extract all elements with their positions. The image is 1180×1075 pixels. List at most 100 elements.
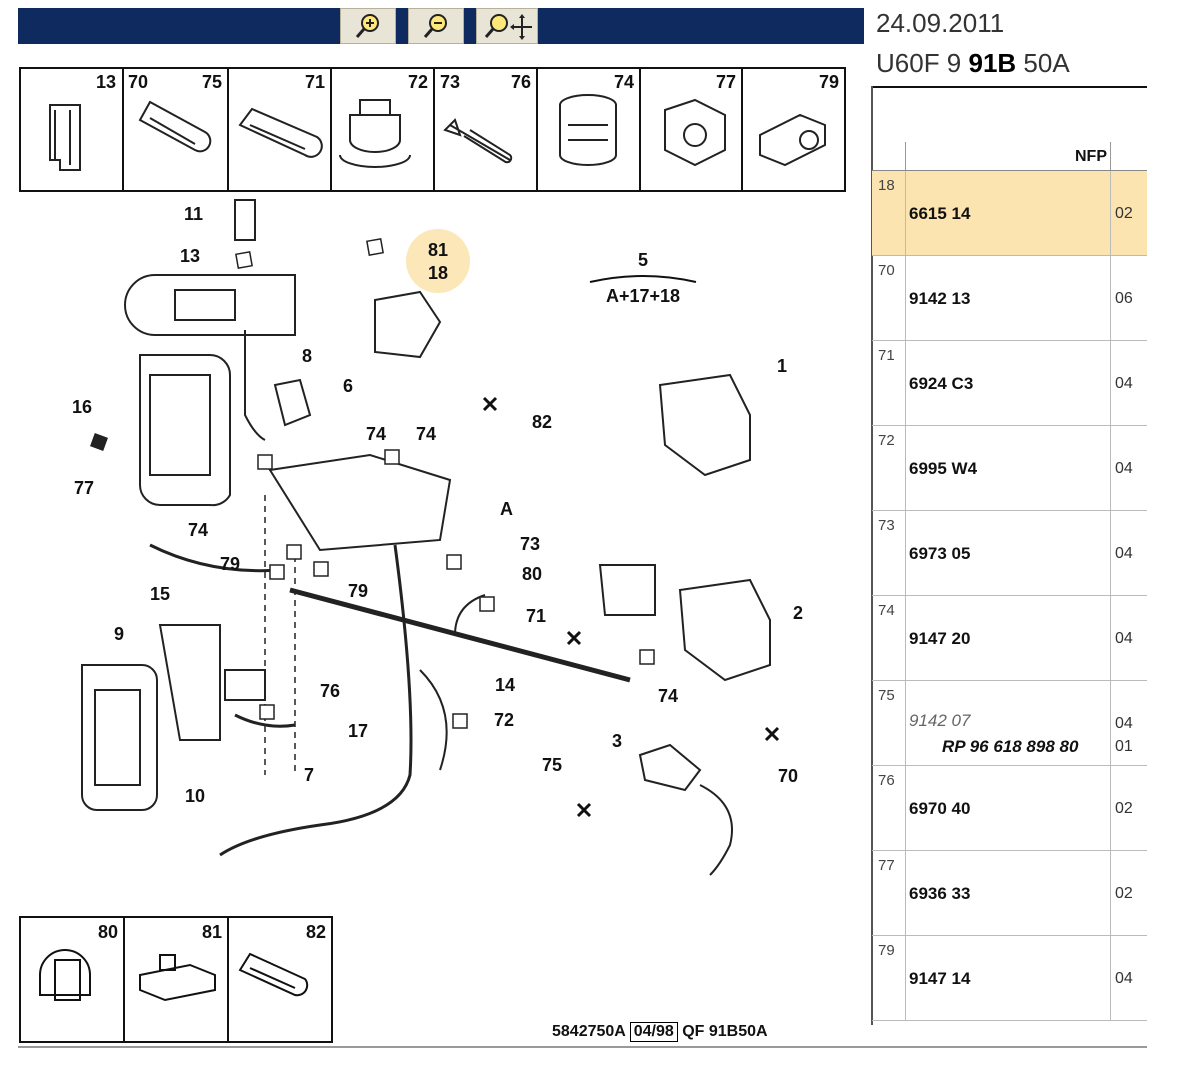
rivet-sketch	[443, 118, 513, 164]
table-header: NFP	[872, 142, 1147, 171]
part-6	[273, 378, 312, 427]
lock-a	[268, 453, 452, 552]
box-label-82: 82	[306, 922, 326, 942]
row-part-number: 9147 20	[909, 629, 971, 648]
cable-7	[234, 713, 296, 728]
callout-6: 6	[343, 376, 353, 396]
callout-73: 73	[520, 534, 540, 554]
callout-79-a: 79	[220, 554, 240, 574]
col-divider	[1110, 766, 1111, 850]
callout-10: 10	[185, 786, 205, 806]
callout-markers	[235, 238, 655, 729]
catalog-code: U60F 9 91B 50A	[876, 48, 1070, 79]
callout-1: 1	[777, 356, 787, 376]
callout-74-c: 74	[188, 520, 208, 540]
code-bold: 91B	[968, 48, 1017, 78]
zoom-out-icon	[423, 14, 447, 38]
box-label-73: 73	[440, 72, 460, 92]
row-sub-part: RP 96 618 898 80	[942, 737, 1079, 756]
footer-number: 5842750A	[552, 1023, 626, 1040]
motor-18	[374, 290, 442, 359]
callout-15: 15	[150, 584, 170, 604]
screw-82-sketch	[238, 952, 309, 997]
row-part-number: 6995 W4	[909, 459, 978, 478]
rod-8	[244, 330, 266, 441]
panel-16	[139, 354, 231, 507]
callout-80: 80	[522, 564, 542, 584]
col-divider	[905, 341, 906, 425]
box-label-76: 76	[511, 72, 531, 92]
callout-76: 76	[320, 681, 340, 701]
row-ref: 75	[878, 687, 895, 704]
row-qty: 06	[1115, 290, 1133, 307]
col-divider	[1110, 596, 1111, 680]
callout-7: 7	[304, 765, 314, 785]
zoom-out-button[interactable]	[408, 8, 464, 44]
col-divider	[1110, 341, 1111, 425]
box-label-71: 71	[305, 72, 325, 92]
toolbar	[18, 8, 864, 44]
row-qty: 04	[1115, 715, 1133, 732]
mechanism-sketch	[81, 199, 771, 876]
callout-74-d: 74	[658, 686, 678, 706]
zoom-pan-button[interactable]	[476, 8, 538, 44]
row-ref: 72	[878, 432, 895, 449]
top-box-labels: 13 70 75 71 72 73 76 74 77 79	[96, 72, 839, 92]
box-label-13: 13	[96, 72, 116, 92]
box-label-77: 77	[716, 72, 736, 92]
col-divider	[905, 511, 906, 595]
callout-9: 9	[114, 624, 124, 644]
row-part-number: 6970 40	[909, 799, 971, 818]
col-divider	[905, 936, 906, 1020]
clip-80-sketch	[39, 949, 91, 1001]
code-prefix: U60F 9	[876, 48, 969, 78]
cable-17	[219, 544, 413, 857]
bushing-sketch	[559, 94, 617, 166]
col-divider	[1110, 511, 1111, 595]
callouts: 11 13 8 6 16 77 74 74 82 1 A 73 74 79 79…	[72, 204, 803, 806]
handle-9	[158, 624, 266, 741]
code-suffix: 50A	[1016, 48, 1070, 78]
table-row[interactable]: 77 6936 33 02	[872, 851, 1147, 936]
col-divider	[1110, 171, 1111, 255]
latch-2	[598, 564, 771, 682]
rod-14	[289, 587, 631, 683]
bottom-box-labels: 80 81 82	[98, 922, 326, 942]
row-qty: 02	[1115, 885, 1133, 902]
col-divider	[905, 171, 906, 255]
box-label-72: 72	[408, 72, 428, 92]
callout-14: 14	[495, 675, 515, 695]
box-label-79: 79	[819, 72, 839, 92]
row-ref: 18	[878, 177, 895, 194]
row-qty: 04	[1115, 545, 1133, 562]
callout-75: 75	[542, 755, 562, 775]
callout-a: A	[500, 499, 513, 519]
row-part-number: 6936 33	[909, 884, 971, 903]
row-ref: 79	[878, 942, 895, 959]
callout-71: 71	[526, 606, 546, 626]
row-ref: 77	[878, 857, 895, 874]
box-label-74: 74	[614, 72, 634, 92]
top-box-sketches	[49, 94, 826, 171]
callout-77: 77	[74, 478, 94, 498]
clip-81-sketch	[139, 954, 216, 1002]
row-part-number: 9142 13	[909, 289, 971, 308]
screw-markers	[482, 396, 780, 818]
row-ref: 74	[878, 602, 895, 619]
highlight-label-18: 18	[428, 263, 448, 283]
zoom-in-button[interactable]	[340, 8, 396, 44]
bottom-divider	[18, 1046, 1147, 1048]
assembly-ref: 5	[638, 250, 648, 270]
assembly-formula: A+17+18	[606, 286, 680, 306]
header-divider	[872, 86, 1147, 88]
